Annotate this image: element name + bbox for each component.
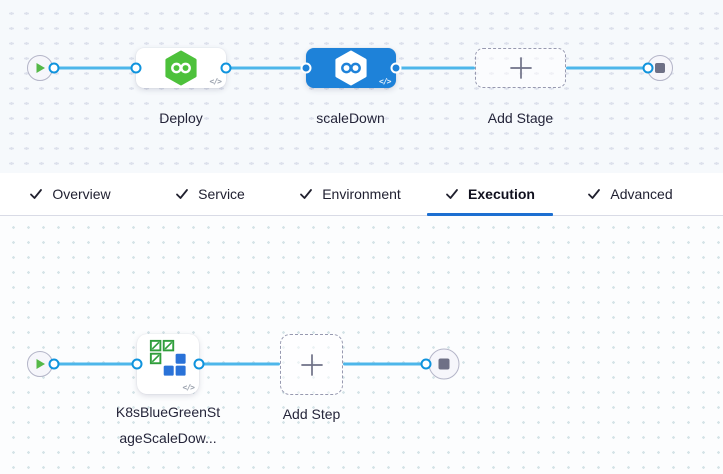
code-icon: </> — [379, 77, 391, 86]
stage-config-tabs: Overview Service Environment Execution A… — [0, 173, 723, 216]
step-edge — [343, 362, 426, 366]
play-icon — [36, 359, 45, 369]
pipeline-end-node[interactable] — [647, 55, 673, 81]
connector-port[interactable] — [193, 358, 205, 370]
harness-cd-icon — [334, 50, 367, 86]
k8s-blue-green-icon — [149, 339, 186, 376]
tab-label: Environment — [322, 186, 401, 202]
connector-port[interactable] — [642, 62, 653, 74]
connector-port[interactable] — [390, 62, 401, 74]
tab-service[interactable]: Service — [140, 173, 280, 215]
stage-edge — [226, 66, 306, 70]
step-card-k8s-bluegreen-scaledown[interactable]: </> — [137, 334, 199, 394]
plus-icon — [509, 57, 532, 79]
play-icon — [36, 63, 45, 73]
tab-environment[interactable]: Environment — [280, 173, 420, 215]
stage-graph-canvas[interactable]: </> </> Deploy scaleDown A — [0, 0, 723, 173]
connector-port[interactable] — [300, 62, 311, 74]
plus-icon — [300, 353, 323, 376]
stage-edge — [566, 66, 648, 70]
stage-label-scaledown: scaleDown — [316, 110, 385, 126]
check-icon — [30, 189, 43, 199]
step-edge — [54, 362, 137, 366]
tab-execution[interactable]: Execution — [420, 173, 560, 216]
tab-advanced[interactable]: Advanced — [560, 173, 700, 215]
harness-cd-icon — [165, 50, 197, 86]
connector-port[interactable] — [48, 62, 60, 74]
stage-card-scaledown-selected[interactable]: </> — [305, 48, 396, 88]
check-icon — [300, 189, 313, 199]
tab-label: Service — [198, 186, 245, 202]
add-stage-button[interactable] — [475, 48, 566, 88]
execution-step-canvas[interactable]: </> K8sBlueGreenSt ageScaleDow... Add St… — [0, 216, 723, 474]
tab-overview[interactable]: Overview — [0, 173, 140, 215]
stage-edge — [54, 66, 136, 70]
connector-port[interactable] — [131, 358, 143, 370]
add-step-button[interactable] — [280, 334, 343, 395]
connector-port[interactable] — [130, 62, 142, 74]
step-edge — [199, 362, 280, 366]
tab-label: Overview — [52, 186, 111, 202]
add-stage-label: Add Stage — [487, 110, 554, 126]
check-icon — [588, 189, 601, 199]
connector-port[interactable] — [48, 358, 60, 370]
stage-edge — [395, 66, 475, 70]
code-icon: </> — [209, 77, 222, 86]
connector-port[interactable] — [420, 358, 432, 370]
check-icon — [446, 189, 458, 199]
check-icon — [176, 189, 189, 199]
connector-port[interactable] — [220, 62, 232, 74]
stop-icon — [438, 358, 450, 370]
add-step-label: Add Step — [282, 406, 341, 422]
step-end-node[interactable] — [428, 348, 460, 380]
step-label-k8s: K8sBlueGreenSt ageScaleDow... — [115, 404, 221, 446]
stage-card-deploy[interactable]: </> — [136, 48, 226, 88]
stop-icon — [655, 63, 665, 73]
stage-label-deploy: Deploy — [159, 110, 203, 126]
tab-label: Execution — [468, 186, 535, 202]
code-icon: </> — [182, 383, 195, 392]
tab-label: Advanced — [610, 186, 673, 202]
